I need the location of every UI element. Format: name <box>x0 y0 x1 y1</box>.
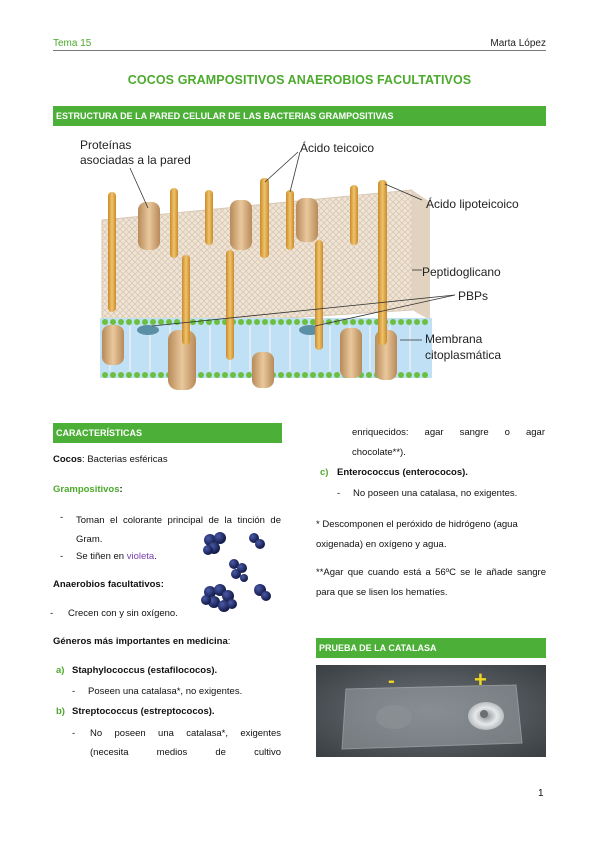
gram-item-2: Se tiñen en violeta. <box>76 550 157 564</box>
section-heading-catalasa: PRUEBA DE LA CATALASA <box>316 638 546 658</box>
anaerobios-item: Crecen con y sin oxígeno. <box>68 608 178 619</box>
section-heading-structure: ESTRUCTURA DE LA PARED CELULAR DE LAS BA… <box>53 106 546 126</box>
streptococcus-item-line-2: (necesita medios de cultivo <box>90 747 281 758</box>
catalase-positive-sign: + <box>474 667 487 692</box>
streptococcus-item-line-3: enriquecidos: agar sangre o agar <box>352 427 545 438</box>
gram-item-1: Toman el colorante principal de la tinci… <box>76 515 281 545</box>
list-dash: - <box>50 608 54 619</box>
anaerobios-label: Anaerobios facultativos <box>53 579 161 590</box>
enterococcus-item: No poseen una catalasa, no exigentes. <box>353 488 518 499</box>
label-proteinas-2: asociadas a la pared <box>80 153 191 167</box>
gram-item-2-dot: . <box>154 551 157 562</box>
staphylococcus-item: Poseen una catalasa*, no exigentes. <box>88 686 243 697</box>
generos-heading: Géneros más importantes en medicina: <box>53 635 230 649</box>
label-peptidoglicano: Peptidoglicano <box>422 265 501 279</box>
cocos-text: : Bacterias esféricas <box>82 454 168 465</box>
grampositivos-colon: : <box>119 484 123 495</box>
list-dash: - <box>60 512 64 523</box>
section-heading-caracteristicas: CARACTERÍSTICAS <box>53 423 282 443</box>
label-membrana: Membrana <box>425 332 483 346</box>
header-author: Marta López <box>490 38 546 49</box>
list-dash: - <box>337 488 341 499</box>
catalase-negative-sign: - <box>388 670 395 692</box>
grampositivos-heading: Grampositivos: <box>53 483 123 497</box>
genus-staphylococcus: Staphylococcus (estafilococos). <box>72 665 218 676</box>
catalase-test-photo: - + <box>316 665 546 757</box>
note-catalasa: * Descomponen el peróxido de hidrógeno (… <box>316 519 518 550</box>
header-topic: Tema 15 <box>53 38 92 49</box>
anaerobios-colon: : <box>160 579 164 590</box>
letter-a: a) <box>56 665 65 676</box>
streptococcus-item-line-4: chocolate**). <box>352 447 406 458</box>
letter-b: b) <box>56 706 65 717</box>
label-membrana-2: citoplasmática <box>425 348 501 362</box>
label-acido-teicoico: Ácido teicoico <box>300 140 374 155</box>
list-dash: - <box>72 686 76 697</box>
cell-wall-diagram: Proteínas asociadas a la pared Ácido tei… <box>80 138 519 390</box>
violeta-word: violeta <box>126 551 155 562</box>
letter-c: c) <box>320 467 329 478</box>
label-proteinas: Proteínas <box>80 138 131 152</box>
cocci-illustration <box>201 532 271 612</box>
cocos-label: Cocos <box>53 454 83 465</box>
page-title: COCOS GRAMPOSITIVOS ANAEROBIOS FACULTATI… <box>127 73 472 87</box>
generos-label: Géneros más importantes en medicina <box>53 636 228 647</box>
generos-colon: : <box>227 636 231 647</box>
list-dash: - <box>60 551 64 562</box>
label-acido-lipoteicoico: Ácido lipoteicoico <box>426 196 519 211</box>
gram-item-2-text: Se tiñen en <box>76 551 127 562</box>
genus-streptococcus: Streptococcus (estreptococos). <box>72 706 215 717</box>
grampositivos-label: Grampositivos <box>53 484 120 495</box>
genus-enterococcus: Enterococcus (enterococos). <box>337 467 468 478</box>
anaerobios-heading: Anaerobios facultativos: <box>53 578 164 592</box>
streptococcus-item-line-1: No poseen una catalasa*, exigentes <box>90 728 281 739</box>
label-pbps: PBPs <box>458 289 488 303</box>
page-number: 1 <box>538 788 544 799</box>
list-dash: - <box>72 728 76 739</box>
page-header: Tema 15 Marta López <box>53 38 546 51</box>
note-agar-chocolate: **Agar que cuando está a 56ºC se le añad… <box>316 567 546 598</box>
cocos-line: Cocos: Bacterias esféricas <box>53 453 168 467</box>
